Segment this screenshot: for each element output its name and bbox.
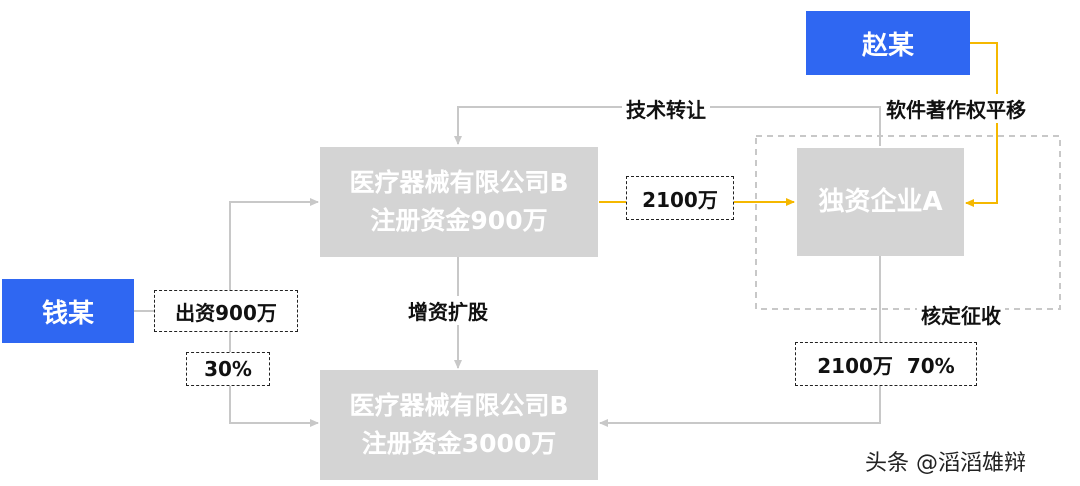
assessment-label: 核定征收 [917, 300, 1005, 329]
investment-text: 出资900万 [175, 300, 277, 325]
software-transfer-arrow [965, 42, 998, 207]
enterprise-a-node: 独资企业A [797, 148, 964, 256]
amount-share-70-tag: 2100万 70% [795, 342, 977, 386]
a-to-b-bottom-arrow [599, 256, 881, 427]
company-b-bottom-capital: 注册资金3000万 [361, 429, 557, 458]
company-b-bottom-node: 医疗器械有限公司B 注册资金3000万 [320, 370, 598, 480]
qian-to-b-bottom-arrow [229, 311, 319, 427]
amount-2100-text: 2100万 [642, 187, 718, 212]
capital-increase-label: 增资扩股 [404, 296, 492, 325]
qian-to-b-top-arrow [229, 198, 319, 311]
investment-tag: 出资900万 [154, 290, 298, 332]
enterprise-a-label: 独资企业A [818, 187, 943, 217]
software-transfer-label: 软件著作权平移 [882, 94, 1030, 123]
zhao-node: 赵某 [806, 11, 970, 75]
share-30-text: 30% [204, 357, 252, 381]
amount-2100-tag: 2100万 [626, 176, 734, 220]
company-b-bottom-name: 医疗器械有限公司B [349, 391, 569, 420]
company-b-top-node: 医疗器械有限公司B 注册资金900万 [320, 147, 598, 257]
share-30-tag: 30% [186, 352, 270, 386]
amount-share-70-text: 2100万 70% [817, 353, 955, 378]
tech-transfer-label: 技术转让 [622, 94, 710, 123]
qian-label: 钱某 [41, 298, 94, 329]
watermark: 头条 @滔滔雄辩 [865, 451, 1026, 476]
zhao-label: 赵某 [861, 30, 914, 61]
company-b-top-name: 医疗器械有限公司B [349, 168, 569, 197]
company-b-top-capital: 注册资金900万 [370, 206, 548, 235]
assessment-dashed-box [755, 135, 1061, 310]
qian-node: 钱某 [2, 279, 134, 343]
